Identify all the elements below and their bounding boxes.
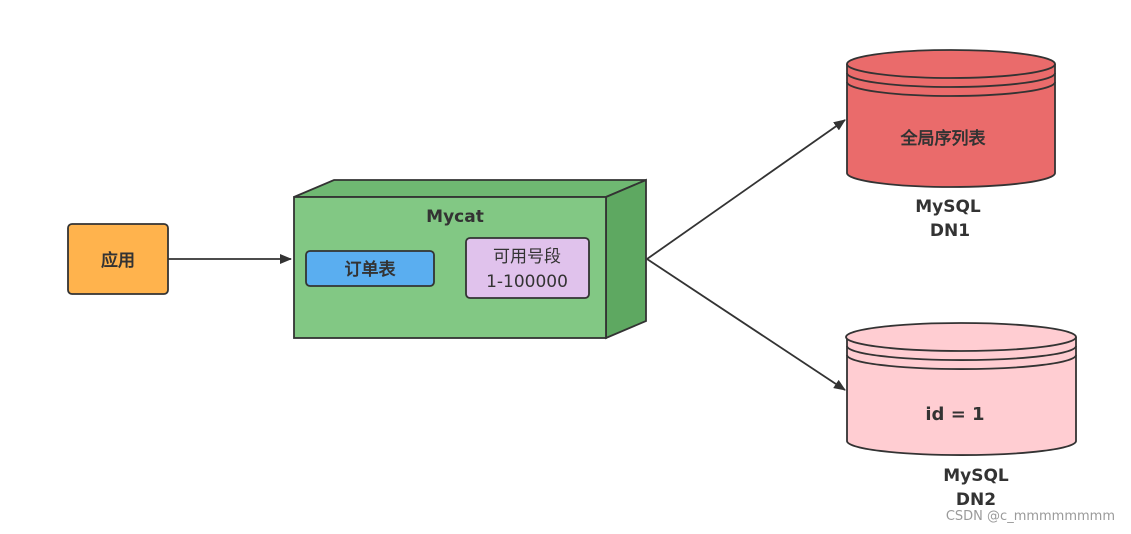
mycat-box-side <box>605 178 647 340</box>
order-table-label: 订单表 <box>345 259 397 280</box>
dn1-cylinder-ring-1 <box>846 72 1056 88</box>
dn1-name-line1: MySQL <box>915 197 981 217</box>
arrow-mycat-to-dn1 <box>646 119 846 260</box>
csdn-watermark: CSDN @c_mmmmmmmm <box>945 509 1115 524</box>
mycat-box-top <box>293 179 647 198</box>
order-table-box <box>305 250 435 287</box>
dn2-name-line2: DN2 <box>956 490 996 510</box>
dn2-cylinder-top <box>845 322 1077 352</box>
dn2-name-line1: MySQL <box>943 466 1009 486</box>
id-range-line2: 1-100000 <box>486 272 568 292</box>
arrow-mycat-to-dn2 <box>646 258 846 391</box>
dn2-cylinder-ring-2 <box>846 354 1077 370</box>
dn1-node: 全局序列表 MySQL DN1 <box>846 49 1056 241</box>
dn1-cylinder-ring-2 <box>846 81 1056 97</box>
id-range-line1: 可用号段 <box>493 247 561 267</box>
dn2-cylinder-ring-1 <box>846 345 1077 361</box>
dn2-cylinder-label: id = 1 <box>925 404 984 425</box>
app-node: 应用 <box>67 223 169 295</box>
dn1-cylinder-top <box>846 49 1056 79</box>
dn2-cylinder-body <box>846 337 1077 456</box>
dn1-cylinder-label: 全局序列表 <box>900 128 987 149</box>
id-range-box <box>465 237 590 299</box>
dn2-node: id = 1 MySQL DN2 <box>845 322 1077 510</box>
dn1-name-line2: DN1 <box>930 221 970 241</box>
app-label: 应用 <box>101 250 135 271</box>
mycat-node: Mycat 订单表 可用号段 1-100000 <box>293 178 647 340</box>
app-box <box>67 223 169 295</box>
mycat-title: Mycat <box>426 207 484 227</box>
